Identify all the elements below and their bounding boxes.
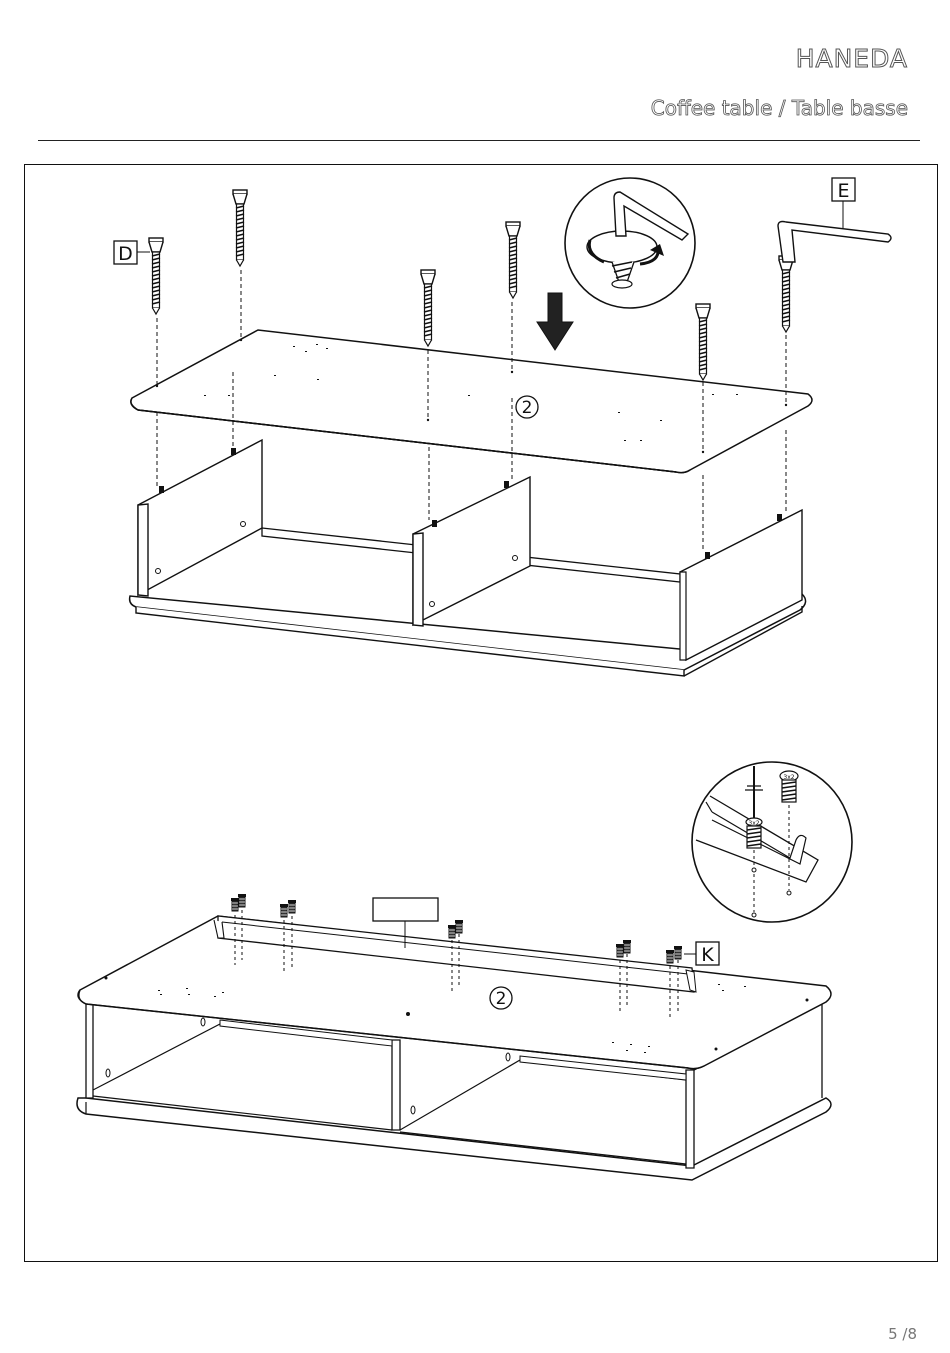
step2-illustration: 2 K bbox=[77, 762, 852, 1180]
cam-screw-9 bbox=[666, 950, 674, 963]
step2-board-number: 2 bbox=[496, 989, 507, 1009]
cam-screw-3 bbox=[280, 904, 288, 917]
cam-screw-1 bbox=[231, 898, 239, 911]
allen-key-icon bbox=[778, 222, 891, 263]
cam-screw-8 bbox=[623, 940, 631, 953]
detail-screw-label-2: 3x2 bbox=[783, 774, 794, 781]
cam-screw-4 bbox=[288, 900, 296, 913]
step1-illustration: 2 D E bbox=[114, 178, 891, 676]
cam-screw-10 bbox=[674, 946, 682, 959]
screw-d-3 bbox=[421, 270, 435, 346]
screw-d-6 bbox=[779, 256, 793, 332]
cam-screw-2 bbox=[238, 894, 246, 907]
down-arrow-icon bbox=[537, 293, 573, 350]
part-label-box bbox=[373, 898, 438, 921]
label-k: K bbox=[701, 944, 714, 966]
cam-screw-6 bbox=[455, 920, 463, 933]
detail-screw-label-1: 3x2 bbox=[748, 820, 759, 827]
screw-d-4 bbox=[506, 222, 520, 298]
label-d: D bbox=[118, 243, 133, 265]
page-number: 5 /8 bbox=[888, 1325, 917, 1343]
tighten-detail-circle bbox=[565, 178, 695, 308]
label-e: E bbox=[837, 180, 849, 202]
cam-screw-7 bbox=[616, 944, 624, 957]
cam-screw-5 bbox=[448, 925, 456, 938]
screw-d-1 bbox=[149, 238, 163, 314]
step1-board-number: 2 bbox=[522, 398, 533, 418]
screw-d-5 bbox=[696, 304, 710, 380]
screw-d-2 bbox=[233, 190, 247, 266]
screw-detail-circle: 3x2 3x2 bbox=[692, 762, 852, 922]
